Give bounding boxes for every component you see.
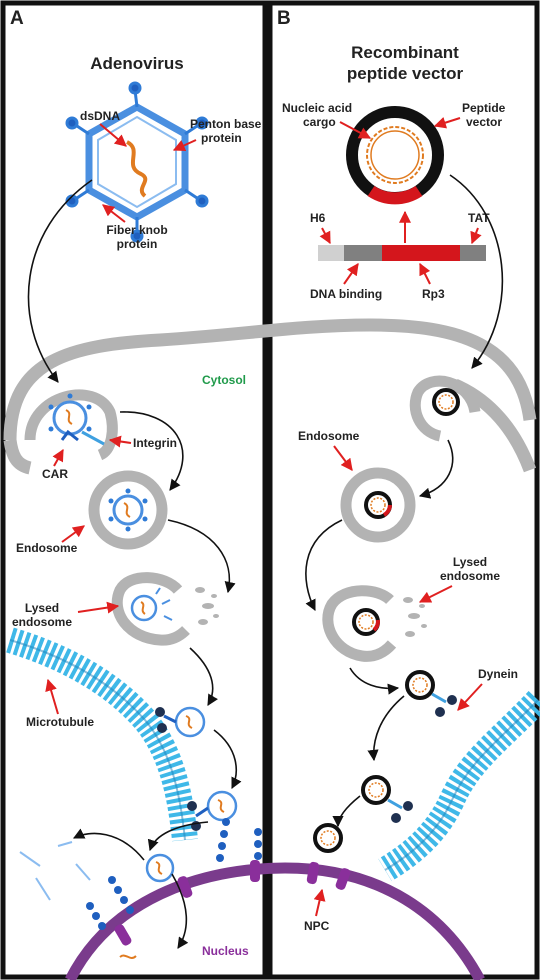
endosome-b-arrow [333,445,353,471]
panel-a-frame [0,0,268,980]
rp3-arrow [419,262,431,285]
arrow-lysed-to-motor-b [349,667,400,695]
panel-b-title-line1: Recombinant [351,43,459,62]
h6-label: H6 [310,211,326,225]
arrow-motor-a2-to-npc [147,821,209,852]
microtubule-b [378,691,540,882]
penton-label-line1: Penton base [190,117,262,131]
arrow-npc-to-nucleus-a [171,873,189,949]
lysed-a-label-line1: Lysed [25,601,59,615]
nucleus-label: Nucleus [202,944,249,958]
cytosol-label: Cytosol [202,373,246,387]
arrow-pit-to-endosome-b [418,439,454,499]
nucleic-label-line1: Nucleic acid [282,101,352,115]
arrow-pit-to-endosome-a [119,411,184,491]
microtubule-a [6,627,198,842]
fiber-label-line1: Fiber knob [106,223,167,237]
arrow-endosome-to-lysed-b [305,519,343,612]
nucleus-membrane [65,862,485,980]
fiber-stalks-a [86,818,262,930]
microtubule-arrow [45,678,59,715]
car-receptor [60,429,79,442]
car-label: CAR [42,467,68,481]
virus-in-pit [48,393,92,436]
lysed-b-label-line2: endosome [440,569,500,583]
tat-arrow [470,227,482,245]
integrin-arrow [108,435,132,448]
peptide-label-line2: vector [466,115,502,129]
panel-b-frame [267,0,540,980]
lysed-b-label-line1: Lysed [453,555,487,569]
endosome-a-label: Endosome [16,541,78,555]
cell-membrane [3,318,537,441]
entry-arrow-a [27,179,93,383]
arrow-npc-to-fragments-a [72,828,145,861]
endosome-b [340,467,416,543]
endosome-a-arrow [61,525,85,543]
endosome-b-label: Endosome [298,429,360,443]
lysed-a-label-line2: endosome [12,615,72,629]
nuclear-pores [114,860,351,946]
cell-membrane-left [3,439,32,475]
arrow-motor-b2-to-npc [332,795,361,828]
nucleic-arrow [339,121,372,139]
fiber-label-line2: protein [117,237,158,251]
rp3-label: Rp3 [422,287,445,301]
h6-arrow [319,227,331,245]
arrow-lysed-to-motor-a [189,647,218,706]
npc-arrow [313,888,326,917]
entry-arrow-b [449,174,504,369]
lysed-endosome-b [322,585,427,662]
lysed-endosome-a [111,572,219,646]
lysed-b-arrow [418,585,453,603]
panel-b-title-line2: peptide vector [347,64,464,83]
capsid-fragments-a [19,841,91,901]
penton-label-line2: protein [201,131,242,145]
adenovirus-capsid [65,81,209,243]
lysed-a-arrow [77,601,120,614]
arrow-endosome-to-lysed-a [167,519,236,594]
dynein-vector-b1 [405,670,457,717]
car-arrow [52,448,64,467]
dna-binding-arrow [343,263,359,285]
peptide-label-line1: Peptide [462,101,506,115]
vector-in-pit-b [432,388,460,416]
endosome-a [88,470,168,550]
integrin-label: Integrin [133,436,177,450]
tat-label: TAT [468,211,490,225]
dynein-vector-b2 [361,775,413,823]
nucleic-label-line2: cargo [303,115,336,129]
integrin-receptor [81,430,105,446]
domain-bar [318,245,486,261]
dsdna-arrow [99,123,127,147]
arrow-motor-a1-to-a2 [213,729,242,790]
virus-at-npc-a [145,853,175,883]
panel-a-title: Adenovirus [90,54,184,73]
dynein-arrow [457,683,483,711]
vector-at-npc-b [313,823,343,853]
panel-b-letter: B [277,8,291,29]
penton-arrow [172,139,197,151]
entry-pit-b [409,375,481,442]
peptide-arrow [433,116,461,129]
arrow-motor-b1-to-b2 [367,695,405,762]
microtubule-label: Microtubule [26,715,94,729]
peptide-vector-large [346,106,444,205]
npc-label: NPC [304,919,330,933]
dna-binding-label: DNA binding [310,287,382,301]
dsdna-label: dsDNA [80,109,120,123]
dna-in-nucleus-a [119,954,137,959]
fiber-arrow [102,204,126,223]
dynein-label: Dynein [478,667,518,681]
dynein-virus-a1 [155,706,206,738]
panel-a-letter: A [10,8,24,29]
